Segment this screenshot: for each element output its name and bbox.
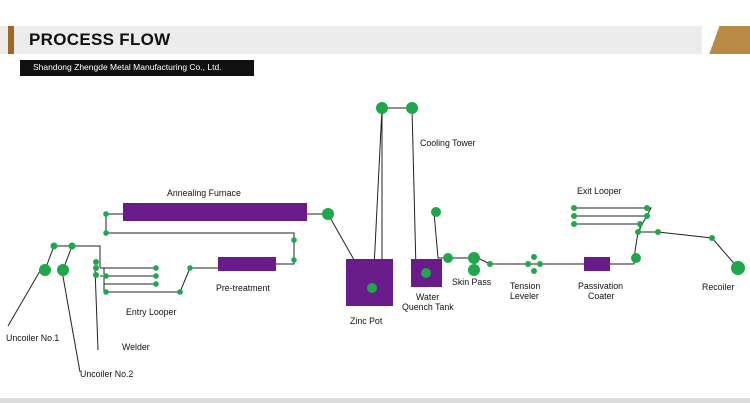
label-exit-looper: Exit Looper [577, 186, 622, 196]
label-uncoiler-1: Uncoiler No.1 [6, 333, 59, 343]
label-leveler: Leveler [510, 291, 539, 301]
looper-roller [153, 281, 159, 287]
footer-divider [0, 398, 750, 403]
label-entry-looper: Entry Looper [126, 307, 176, 317]
looper-roller [103, 273, 109, 279]
looper-roller [153, 265, 159, 271]
furnace-roller [291, 257, 297, 263]
furnace-exit-roller [322, 208, 334, 220]
cooling-tower-roller [406, 102, 418, 114]
label-tension: Tension [510, 281, 540, 291]
skin-pass-roll [468, 264, 480, 276]
exit-looper-roller [571, 213, 577, 219]
skin-pass-roll [468, 252, 480, 264]
header-band [0, 26, 750, 54]
exit-roller [631, 253, 641, 263]
skin-pass-roller [487, 261, 493, 267]
company-bar [20, 60, 254, 76]
header-accent-bar [8, 26, 14, 54]
tension-leveler-roller [531, 268, 537, 274]
looper-roller [103, 289, 109, 295]
exit-looper-roller [571, 221, 577, 227]
tension-leveler-roller [531, 254, 537, 260]
guide-roller [50, 242, 58, 250]
exit-looper-roller [635, 229, 641, 235]
furnace-roller [291, 237, 297, 243]
label-pre-treatment: Pre-treatment [216, 283, 270, 293]
welder-roller [93, 259, 99, 265]
looper-roller [177, 289, 183, 295]
zinc-pot-block [346, 259, 393, 306]
tension-leveler-roller [525, 261, 531, 267]
pre-treatment-block [218, 257, 276, 271]
label-annealing-furnace: Annealing Furnace [167, 188, 241, 198]
label-zinc-pot: Zinc Pot [350, 316, 383, 326]
tension-leveler-roller [537, 261, 543, 267]
rollers [39, 102, 745, 295]
exit-looper-roller [655, 229, 661, 235]
exit-looper-roller [644, 213, 650, 219]
recoiler-guide-roller [709, 235, 715, 241]
label-passivation: Passivation [578, 281, 623, 291]
exit-looper-roller [571, 205, 577, 211]
annealing-furnace-block [123, 203, 307, 221]
label-uncoiler-2: Uncoiler No.2 [80, 369, 133, 379]
quench-roller [431, 207, 441, 217]
passivation-coater-block [584, 257, 610, 271]
label-skin-pass: Skin Pass [452, 277, 492, 287]
label-cooling-tower: Cooling Tower [420, 138, 476, 148]
looper-roller [153, 273, 159, 279]
label-recoiler: Recoiler [702, 282, 734, 292]
label-water-quench-1: Water [416, 292, 439, 302]
skin-pass-roller [443, 253, 453, 263]
strip-path [7, 107, 739, 373]
recoiler-roll [731, 261, 745, 275]
exit-looper-roller [644, 205, 650, 211]
welder-roller [93, 265, 99, 271]
company-name: Shandong Zhengde Metal Manufacturing Co.… [33, 62, 222, 72]
page-title: PROCESS FLOW [29, 30, 171, 49]
label-coater: Coater [588, 291, 614, 301]
label-welder: Welder [122, 342, 150, 352]
zinc-pot-roller [367, 283, 377, 293]
cooling-tower-roller [376, 102, 388, 114]
furnace-roller [103, 230, 109, 236]
uncoiler-2-roll [57, 264, 69, 276]
guide-roller [68, 242, 76, 250]
uncoiler-1-roll [39, 264, 51, 276]
quench-roller [421, 268, 431, 278]
exit-looper-roller [637, 221, 643, 227]
label-water-quench-2: Quench Tank [402, 302, 454, 312]
furnace-roller [103, 211, 109, 217]
looper-roller [187, 265, 193, 271]
welder-roller [93, 272, 99, 278]
header-accent-corner [702, 26, 750, 54]
